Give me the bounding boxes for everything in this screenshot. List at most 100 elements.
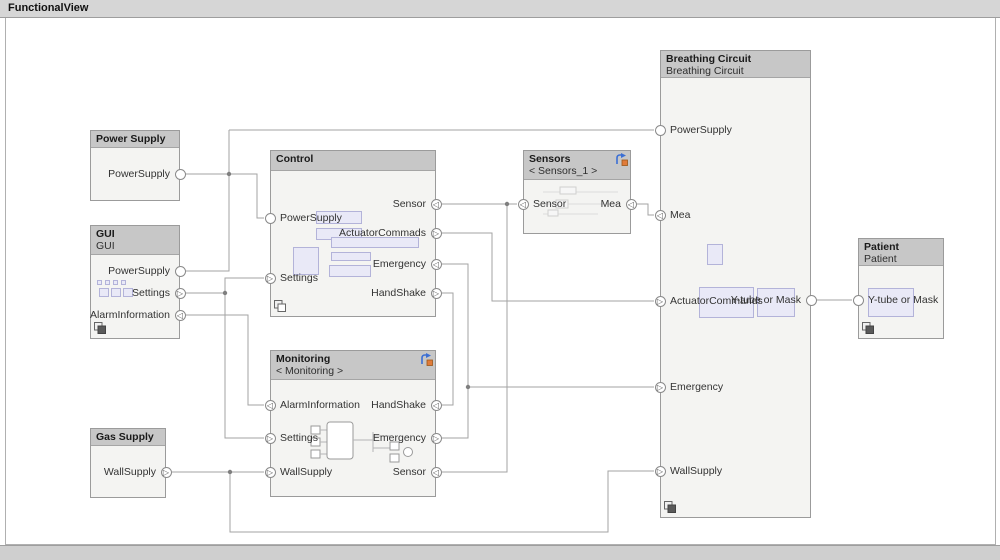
port-direction-right-icon: ▷ <box>266 273 274 283</box>
content-preview <box>105 280 110 285</box>
wire-power-vert[interactable] <box>185 130 230 272</box>
port-gui-alarminformation[interactable]: ◁ <box>174 309 186 321</box>
component-title: Monitoring <box>276 353 331 365</box>
view-title-bar: FunctionalView <box>0 0 1000 18</box>
port-monitoring-settings[interactable]: ▷ <box>264 432 276 444</box>
port-direction-right-icon: ▷ <box>432 288 440 298</box>
component-subtitle: GUI <box>96 240 115 252</box>
wire-alarm[interactable] <box>185 314 264 406</box>
port-sensors-mea[interactable]: ◁ <box>625 198 637 210</box>
port-direction-left-icon: ◁ <box>519 199 527 209</box>
content-preview <box>331 237 419 248</box>
port-control-actuatorcommads[interactable]: ▷ <box>430 227 442 239</box>
component-title: GUI <box>96 228 115 240</box>
wire-actuator[interactable] <box>442 232 654 302</box>
content-preview <box>121 280 126 285</box>
port-direction-left-icon: ◁ <box>432 199 440 209</box>
component-title: Sensors <box>529 153 571 165</box>
wire-handshake[interactable] <box>442 292 454 406</box>
port-monitoring-alarminformation[interactable]: ◁ <box>264 399 276 411</box>
content-preview <box>316 211 362 224</box>
port-breathing-circuit-wallsupply[interactable]: ▷ <box>654 465 666 477</box>
port-breathing-circuit-y-tube-or-mask[interactable] <box>805 294 817 306</box>
component-control[interactable]: Control <box>270 150 436 317</box>
component-subtitle: < Monitoring > <box>276 365 344 377</box>
port-direction-right-icon: ▷ <box>266 467 274 477</box>
component-subtitle: Breathing Circuit <box>666 65 744 77</box>
port-control-handshake[interactable]: ▷ <box>430 287 442 299</box>
component-gas-supply[interactable]: Gas Supply <box>90 428 166 498</box>
port-direction-right-icon: ▷ <box>176 288 184 298</box>
content-preview <box>707 244 723 265</box>
port-patient-y-tube-or-mask[interactable] <box>852 294 864 306</box>
component-power-supply[interactable]: Power Supply <box>90 130 180 201</box>
component-title: Power Supply <box>96 133 166 145</box>
port-direction-right-icon: ▷ <box>656 296 664 306</box>
wire-mea[interactable] <box>637 203 654 216</box>
reference-badge-icon <box>274 300 287 313</box>
wire-settings-control[interactable] <box>224 277 264 293</box>
port-direction-right-icon: ▷ <box>266 433 274 443</box>
content-preview <box>699 287 754 318</box>
component-sensors[interactable]: Sensors< Sensors_1 > <box>523 150 631 234</box>
wire-junction <box>465 384 471 390</box>
port-breathing-circuit-mea[interactable]: ◁ <box>654 209 666 221</box>
content-preview <box>123 288 133 297</box>
port-breathing-circuit-emergency[interactable]: ▷ <box>654 381 666 393</box>
reference-badge-icon <box>664 501 677 514</box>
port-monitoring-wallsupply[interactable]: ▷ <box>264 466 276 478</box>
component-header: Gas Supply <box>91 429 165 446</box>
port-direction-right-icon: ▷ <box>432 228 440 238</box>
wire-junction <box>226 171 232 177</box>
wire-junction <box>222 290 228 296</box>
component-subtitle: < Sensors_1 > <box>529 165 598 177</box>
port-sensors-sensor[interactable]: ◁ <box>517 198 529 210</box>
component-header: Control <box>271 151 435 171</box>
port-direction-left-icon: ◁ <box>266 400 274 410</box>
linked-model-badge-icon <box>420 353 433 366</box>
component-title: Gas Supply <box>96 431 154 443</box>
reference-badge-icon <box>94 322 107 335</box>
port-control-settings[interactable]: ▷ <box>264 272 276 284</box>
port-monitoring-sensor[interactable]: ◁ <box>430 466 442 478</box>
port-control-sensor[interactable]: ◁ <box>430 198 442 210</box>
wire-power-control[interactable] <box>185 173 264 219</box>
component-subtitle: Patient <box>864 253 897 265</box>
wire-wallsupply-bc[interactable] <box>229 470 654 533</box>
port-power-supply-powersupply[interactable] <box>174 168 186 180</box>
port-breathing-circuit-actuatorcommands[interactable]: ▷ <box>654 295 666 307</box>
port-gui-powersupply[interactable] <box>174 265 186 277</box>
port-monitoring-emergency[interactable]: ▷ <box>430 432 442 444</box>
component-title: Breathing Circuit <box>666 53 752 65</box>
port-control-emergency[interactable]: ◁ <box>430 258 442 270</box>
component-header: Monitoring< Monitoring > <box>271 351 435 380</box>
wire-junction <box>227 469 233 475</box>
content-preview <box>111 288 121 297</box>
port-control-powersupply[interactable] <box>264 212 276 224</box>
component-monitoring[interactable]: Monitoring< Monitoring > <box>270 350 436 497</box>
component-title: Patient <box>864 241 900 253</box>
wire-emergency-control[interactable] <box>442 263 469 439</box>
content-preview <box>538 184 628 229</box>
content-preview <box>331 252 371 261</box>
port-direction-left-icon: ◁ <box>432 400 440 410</box>
port-breathing-circuit-powersupply[interactable] <box>654 124 666 136</box>
port-gui-settings[interactable]: ▷ <box>174 287 186 299</box>
port-gas-supply-wallsupply[interactable]: ▷ <box>160 466 172 478</box>
content-preview <box>113 280 118 285</box>
linked-model-badge-icon <box>615 153 628 166</box>
content-preview <box>757 288 795 317</box>
port-direction-right-icon: ▷ <box>162 467 170 477</box>
wire-settings-monitoring[interactable] <box>224 293 264 439</box>
component-header: Power Supply <box>91 131 179 148</box>
wire-junction <box>504 201 510 207</box>
port-monitoring-handshake[interactable]: ◁ <box>430 399 442 411</box>
content-preview <box>293 247 319 275</box>
port-direction-left-icon: ◁ <box>656 210 664 220</box>
wire-sensor-monitoring[interactable] <box>442 204 508 473</box>
